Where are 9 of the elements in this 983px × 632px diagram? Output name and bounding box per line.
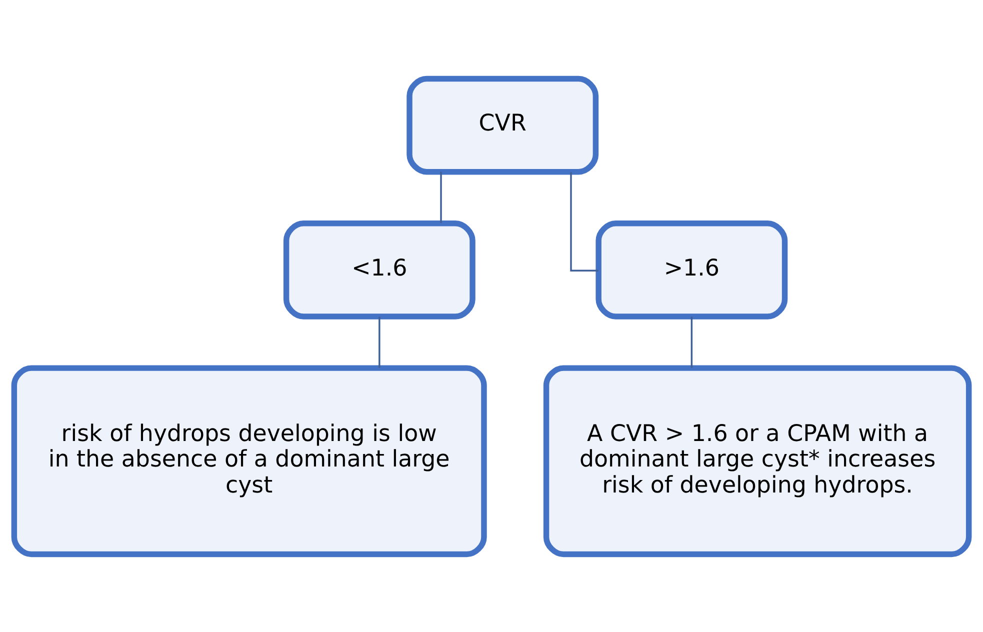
node-box: >1.6 [596, 220, 788, 319]
node-box: CVR [406, 75, 599, 174]
connector [690, 316, 693, 368]
connector [570, 172, 598, 272]
connector [440, 171, 442, 222]
node-box: A CVR > 1.6 or a CPAM with a dominant large cyst* increases risk of developing hydrops. [543, 364, 972, 557]
node-box: risk of hydrops developing is low in the absence of a dominant large cyst [11, 364, 487, 557]
connector [378, 316, 380, 368]
node-box: <1.6 [283, 220, 476, 319]
